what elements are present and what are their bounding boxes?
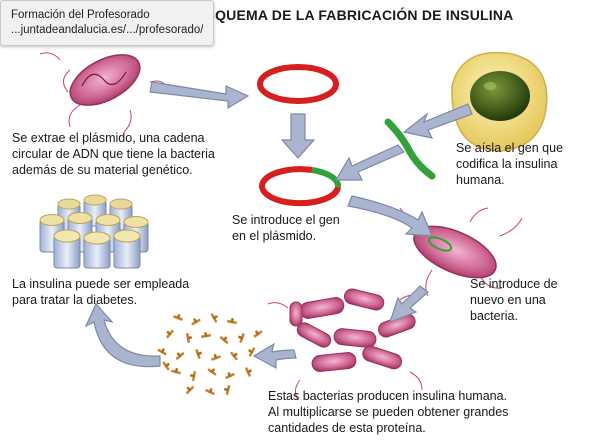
arrow-insulin-to-vials (84, 302, 161, 368)
gene-green (384, 118, 436, 180)
plasmid-red (257, 64, 339, 104)
caption-reinsert-bacterium: Se introduce de nuevo en una bacteria. (470, 277, 558, 323)
arrow-plasmid-down (280, 113, 316, 159)
arrow-bacterium-to-colony (389, 285, 429, 324)
arrow-plasmid-to-bacterium (347, 195, 433, 237)
caption-isolate-gene: Se aísla el gen que codifica la insulina… (456, 141, 564, 187)
caption-insulin-use: La insulina puede ser empleada para trat… (12, 277, 190, 307)
arrow-gene-to-plasmid (334, 144, 405, 181)
tooltip-title: Formación del Profesorado (11, 9, 150, 21)
tooltip-url: ...juntadeandalucia.es/.../profesorado/ (11, 24, 203, 36)
arrow-cell-to-gene (402, 103, 473, 139)
caption-insert-gene: Se introduce el gen en el plásmido. (232, 213, 340, 243)
caption-insulin-production: Estas bacterias producen insulina humana… (268, 389, 509, 435)
human-cell (451, 51, 548, 152)
diagram-title: ESQUEMA DE LA FABRICACIÓN DE INSULINA (196, 7, 514, 23)
bacteria-colony (267, 288, 423, 401)
bacterium-source (39, 52, 169, 133)
insulin-vials (39, 194, 149, 269)
arrow-bacterium-to-plasmid (149, 81, 250, 110)
arrow-colony-to-insulin (252, 342, 297, 370)
insulin-molecules (157, 311, 263, 396)
plasmid-recombinant (259, 166, 342, 207)
link-tooltip: Formación del Profesorado ...juntadeanda… (0, 0, 214, 46)
caption-extract-plasmid: Se extrae el plásmido, una cadena circul… (12, 131, 215, 177)
